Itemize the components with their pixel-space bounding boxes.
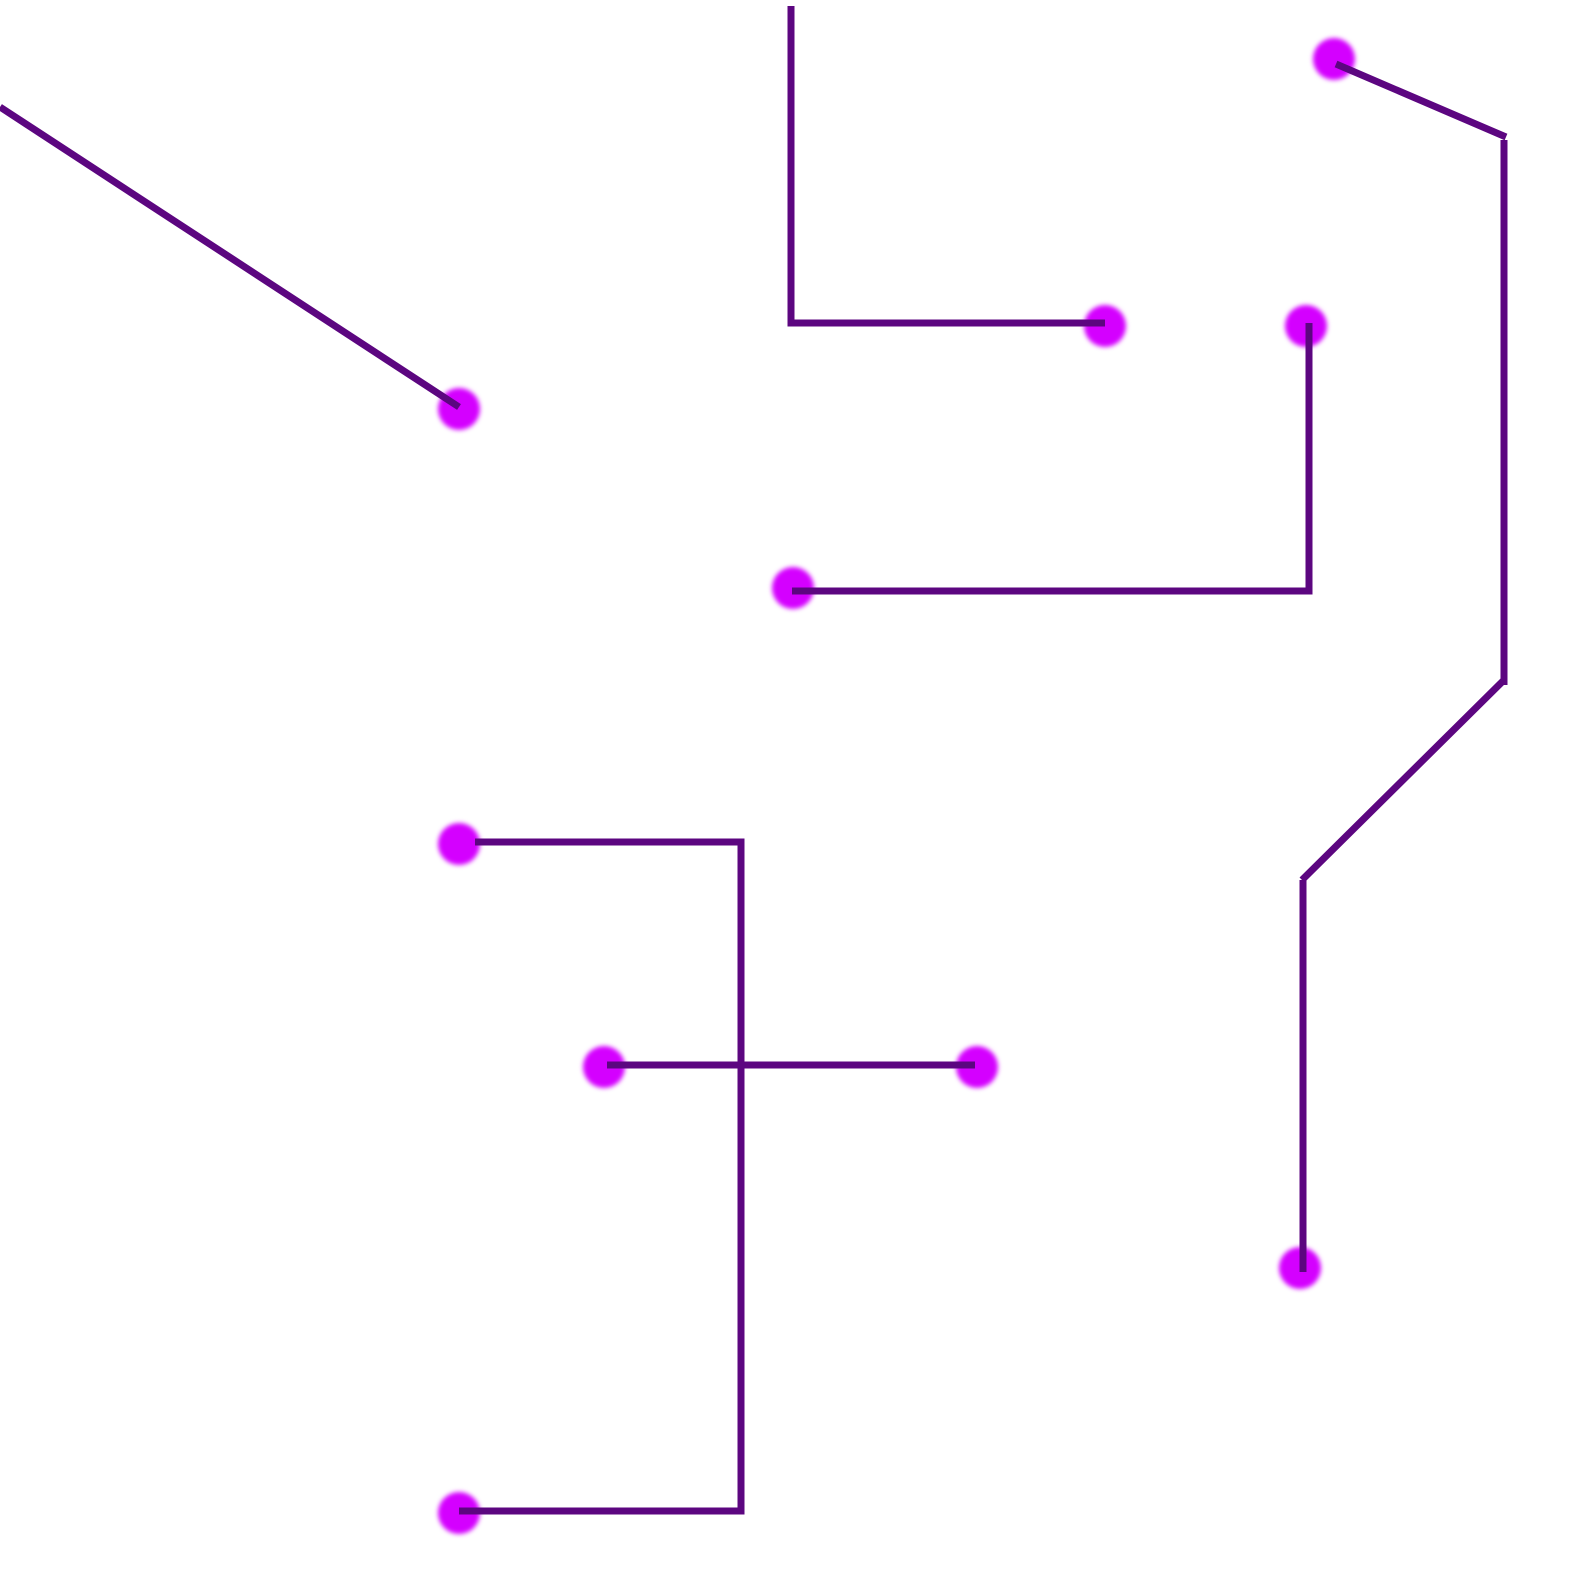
node-dot — [438, 823, 480, 865]
connector-line — [459, 838, 745, 1515]
node-dot — [1313, 38, 1355, 80]
connector-line — [792, 323, 1313, 595]
node-dot — [583, 1046, 625, 1088]
node-dot — [956, 1046, 998, 1088]
connector-line — [0, 104, 461, 410]
connector-line — [787, 6, 1105, 327]
connector-line — [1299, 60, 1508, 1272]
